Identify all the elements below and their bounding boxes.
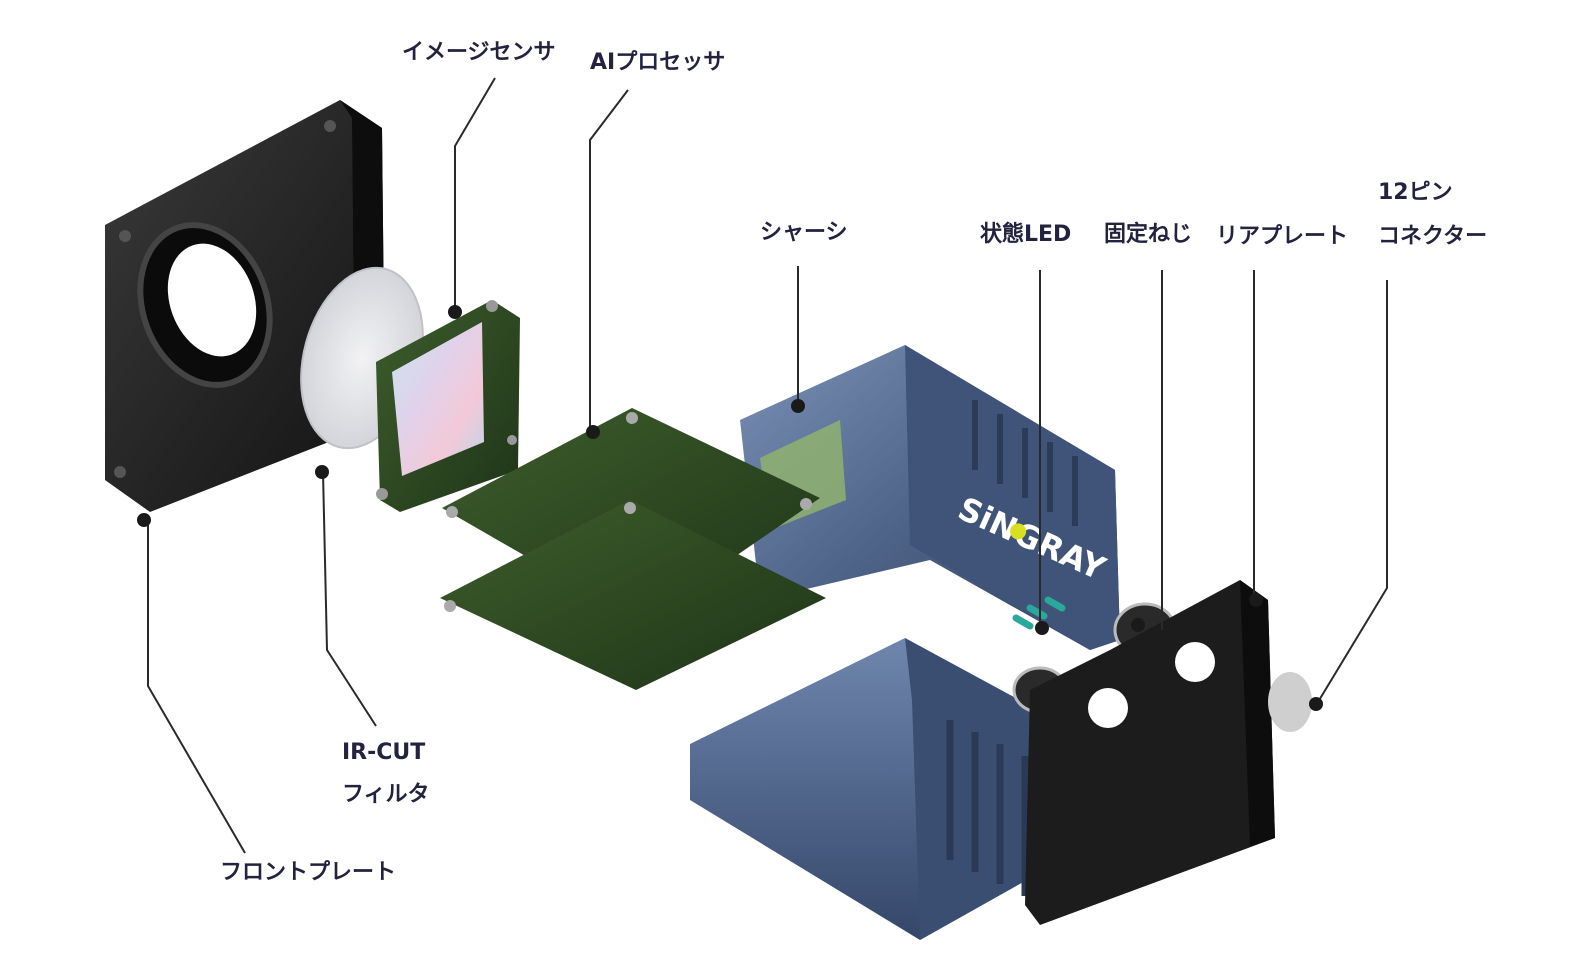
label-chassis: シャーシ — [760, 220, 848, 245]
label-ir-cut-line2: フィルタ — [342, 782, 430, 807]
label-status-led: 状態LED — [980, 222, 1072, 247]
label-connector-line2: コネクター — [1378, 224, 1488, 249]
label-connector-line1: 12ピン — [1378, 180, 1453, 205]
label-ir-cut-line1: IR-CUT — [342, 740, 426, 765]
label-front-plate: フロントプレート — [220, 860, 397, 885]
label-image-sensor: イメージセンサ — [402, 40, 556, 65]
ai-processor-board-lower — [440, 500, 826, 690]
status-leds — [1012, 596, 1066, 630]
chassis — [740, 345, 1120, 650]
chassis-fins — [972, 400, 1078, 526]
label-fixing-screw: 固定ねじ — [1104, 222, 1193, 247]
twelve-pin-connector — [1268, 672, 1312, 732]
label-ai-processor: AIプロセッサ — [590, 50, 726, 75]
rear-plate — [1025, 580, 1275, 925]
image-sensor-board — [376, 300, 520, 512]
leader-lines — [137, 77, 1388, 854]
lower-heatsink — [690, 638, 1130, 940]
label-rear-plate: リアプレート — [1216, 224, 1349, 249]
